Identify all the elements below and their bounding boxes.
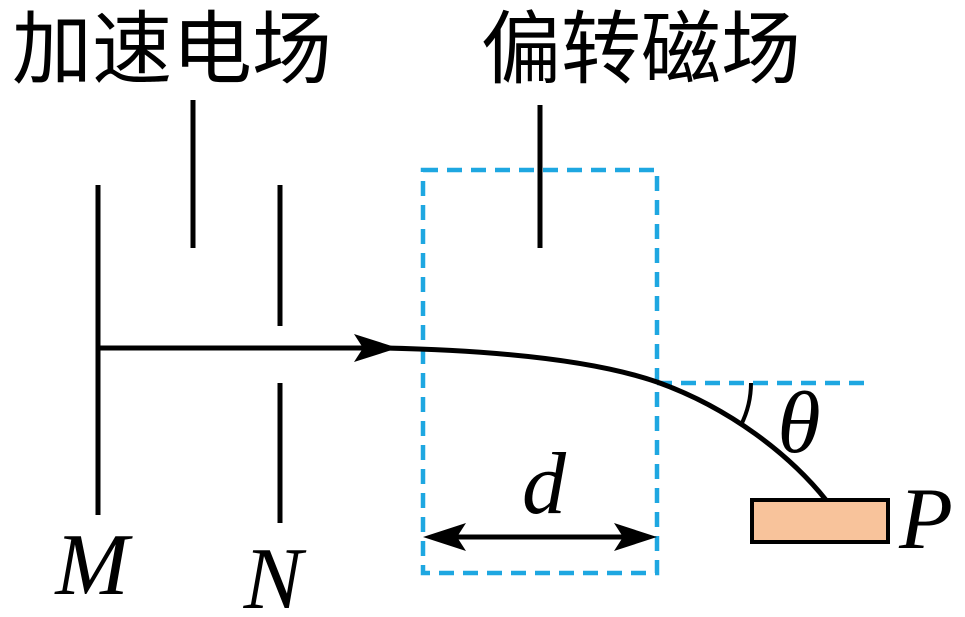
plate-m-label: M: [53, 517, 133, 614]
target-plate: [750, 498, 890, 544]
deflecting-field-label: 偏转磁场: [481, 3, 801, 96]
target-label: P: [898, 471, 953, 568]
plate-n-label: N: [243, 531, 307, 617]
deflected-trajectory: [384, 345, 828, 502]
width-right-arrowhead: [614, 523, 657, 551]
deflection-angle-label: θ: [777, 375, 820, 472]
width-label: d: [522, 436, 567, 533]
width-left-arrowhead: [423, 523, 466, 551]
deflection-angle-arc: [739, 382, 753, 426]
accelerating-field-label: 加速电场: [12, 3, 332, 96]
incident-path-arrowhead: [354, 334, 398, 362]
magnetic-field-region: [420, 167, 660, 576]
